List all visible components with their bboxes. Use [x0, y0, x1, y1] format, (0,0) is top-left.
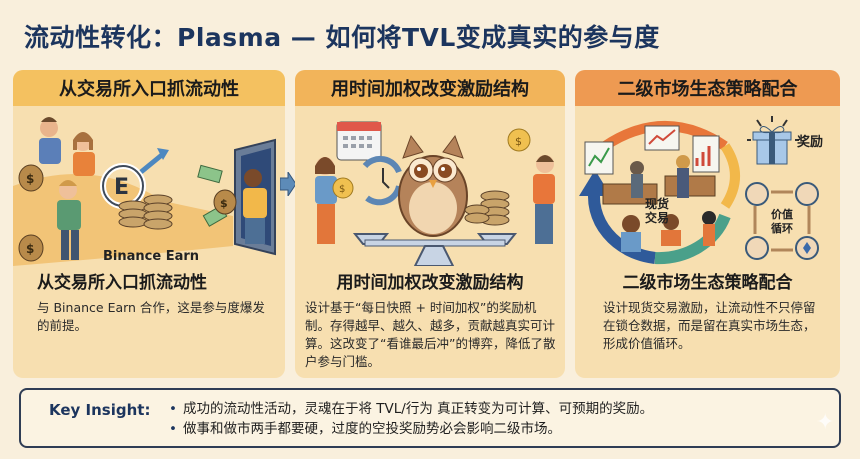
money-bag-icon: $ $	[18, 164, 44, 262]
gift-icon	[747, 116, 799, 165]
owl-icon	[398, 134, 468, 237]
key-insight-label: Key Insight:	[49, 401, 151, 419]
man-icon: $	[507, 128, 555, 244]
exchange-illustration-icon: $ $ E	[13, 117, 276, 266]
people-icon	[39, 117, 95, 260]
key-insight-point: 做事和做市两手都要硬，过度的空投奖励势必会影响二级市场。	[169, 419, 653, 439]
svg-text:E: E	[114, 175, 129, 200]
card-body: 设计现货交易激励，让流动性不只停留在锁仓数据，而是留在真实市场生态，形成价值循环…	[603, 300, 816, 351]
ethereum-icon	[803, 242, 811, 254]
illustration-secondary-market: 现货 交易 奖励 价值 循环	[575, 106, 840, 266]
card-body: 与 Binance Earn 合作，这是参与度爆发的前提。	[37, 300, 265, 333]
svg-text:$: $	[26, 242, 34, 256]
svg-text:$: $	[515, 135, 522, 148]
page-title: 流动性转化：Plasma — 如何将TVL变成真实的参与度	[24, 23, 660, 52]
card-subtitle: 二级市场生态策略配合	[622, 273, 793, 293]
svg-text:$: $	[220, 197, 228, 210]
key-insight-point: 成功的流动性活动，灵魂在于将 TVL/行为 真正转变为可计算、可预期的奖励。	[169, 399, 653, 419]
illustration-exchange: $ $ E	[13, 106, 285, 266]
svg-text:$: $	[339, 184, 345, 195]
woman-icon: $	[315, 157, 354, 244]
calendar-icon	[336, 121, 382, 161]
binance-earn-label: Binance Earn	[103, 249, 199, 264]
value-cycle-label-line2: 循环	[771, 221, 793, 235]
chart-icon	[584, 125, 720, 175]
card-secondary-market: 二级市场生态策略配合	[575, 70, 840, 378]
spot-trading-label-line2: 交易	[645, 210, 669, 225]
owl-scale-illustration-icon: $	[315, 121, 555, 267]
value-cycle-icon	[745, 182, 819, 260]
card-header: 从交易所入口抓流动性	[13, 70, 285, 106]
card-header: 二级市场生态策略配合	[575, 70, 840, 106]
arrow-right-icon	[280, 172, 296, 196]
card-exchange-liquidity: 从交易所入口抓流动性 $ $	[13, 70, 285, 378]
svg-text:$: $	[26, 172, 34, 186]
door-icon: $	[213, 138, 276, 256]
key-insight-box: Key Insight: 成功的流动性活动，灵魂在于将 TVL/行为 真正转变为…	[19, 388, 841, 448]
spot-trading-label-line1: 现货	[645, 196, 669, 211]
clock-cycle-icon	[362, 155, 402, 206]
market-cycle-illustration-icon: 现货 交易 奖励 价值 循环	[579, 116, 823, 265]
coin-stack-icon	[118, 194, 173, 230]
coin-stack-icon	[464, 190, 510, 226]
key-insight-list: 成功的流动性活动，灵魂在于将 TVL/行为 真正转变为可计算、可预期的奖励。 做…	[169, 399, 653, 439]
card-header: 用时间加权改变激励结构	[295, 70, 565, 106]
card-subtitle: 从交易所入口抓流动性	[37, 273, 207, 293]
illustration-time-weighting: $	[295, 106, 565, 267]
card-body: 设计基于“每日快照 + 时间加权”的奖励机制。存得越早、越久、越多，贡献越真实可…	[305, 300, 556, 369]
card-time-weighting: 用时间加权改变激励结构 $	[295, 70, 565, 378]
sparkle-icon: ✦	[816, 410, 835, 435]
card-subtitle: 用时间加权改变激励结构	[336, 273, 524, 293]
balance-scale-icon	[352, 233, 518, 267]
trading-desk-icon	[602, 155, 716, 252]
value-cycle-label-line1: 价值	[771, 207, 793, 221]
reward-label: 奖励	[797, 134, 823, 150]
